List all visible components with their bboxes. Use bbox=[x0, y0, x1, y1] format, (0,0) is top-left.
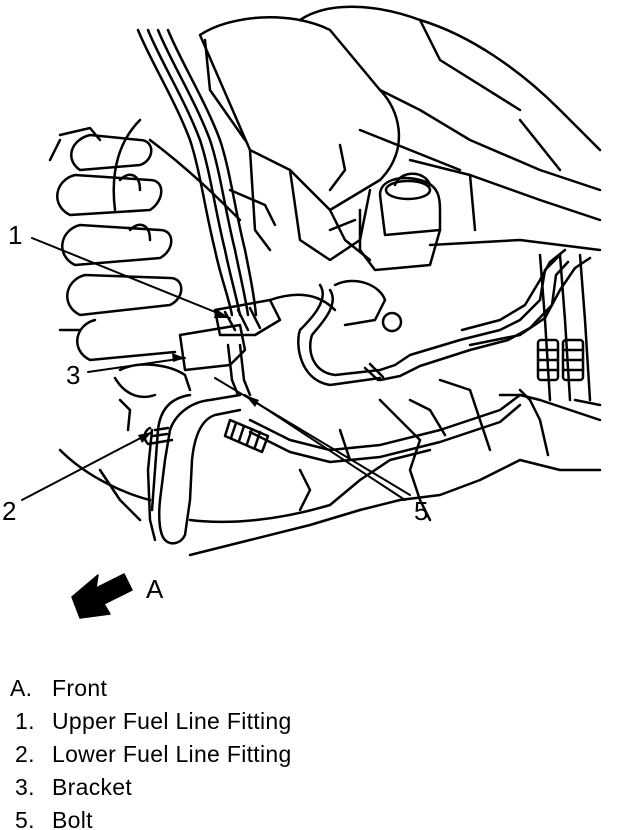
legend-text: Bracket bbox=[52, 774, 133, 800]
callout-a: A bbox=[146, 574, 164, 604]
leader-lines bbox=[21, 237, 411, 501]
crossing-fuel-lines bbox=[297, 248, 592, 387]
legend-text: Bolt bbox=[52, 807, 93, 830]
engine-outline bbox=[112, 5, 602, 262]
callout-5: 5 bbox=[414, 496, 428, 526]
legend-item-bracket: 3. Bracket bbox=[10, 771, 610, 804]
callout-3: 3 bbox=[66, 360, 80, 390]
legend-item-upper-fitting: 1. Upper Fuel Line Fitting bbox=[10, 705, 610, 738]
legend: A. Front 1. Upper Fuel Line Fitting 2. Lowe… bbox=[10, 672, 610, 830]
legend-text: Lower Fuel Line Fitting bbox=[52, 741, 292, 767]
legend-key: 3. bbox=[15, 774, 35, 800]
lower-fittings bbox=[143, 418, 270, 454]
leader-line-1 bbox=[31, 237, 231, 319]
lower-frame bbox=[58, 378, 602, 557]
leader-line-3 bbox=[87, 357, 186, 373]
front-arrow-icon bbox=[71, 573, 133, 619]
fuel-line-diagram: 1 3 2 5 A bbox=[2, 5, 602, 619]
legend-key: 2. bbox=[15, 741, 35, 767]
reservoir bbox=[328, 172, 442, 272]
leader-line-2 bbox=[21, 431, 153, 501]
leader-line-5b bbox=[214, 377, 411, 496]
callout-2: 2 bbox=[2, 496, 16, 526]
legend-text: Front bbox=[52, 675, 108, 701]
upper-fuel-lines bbox=[136, 28, 258, 317]
callout-1: 1 bbox=[8, 220, 22, 250]
legend-item-bolt: 5. Bolt bbox=[10, 804, 610, 830]
legend-key: A. bbox=[10, 675, 33, 701]
right-bundle bbox=[498, 253, 602, 457]
legend-key: 1. bbox=[15, 708, 35, 734]
legend-text: Upper Fuel Line Fitting bbox=[52, 708, 292, 734]
left-coils bbox=[48, 126, 183, 362]
legend-key: 5. bbox=[15, 807, 35, 830]
legend-item-lower-fitting: 2. Lower Fuel Line Fitting bbox=[10, 738, 610, 771]
lower-fuel-lines bbox=[146, 393, 522, 545]
legend-item-front: A. Front bbox=[10, 672, 610, 705]
